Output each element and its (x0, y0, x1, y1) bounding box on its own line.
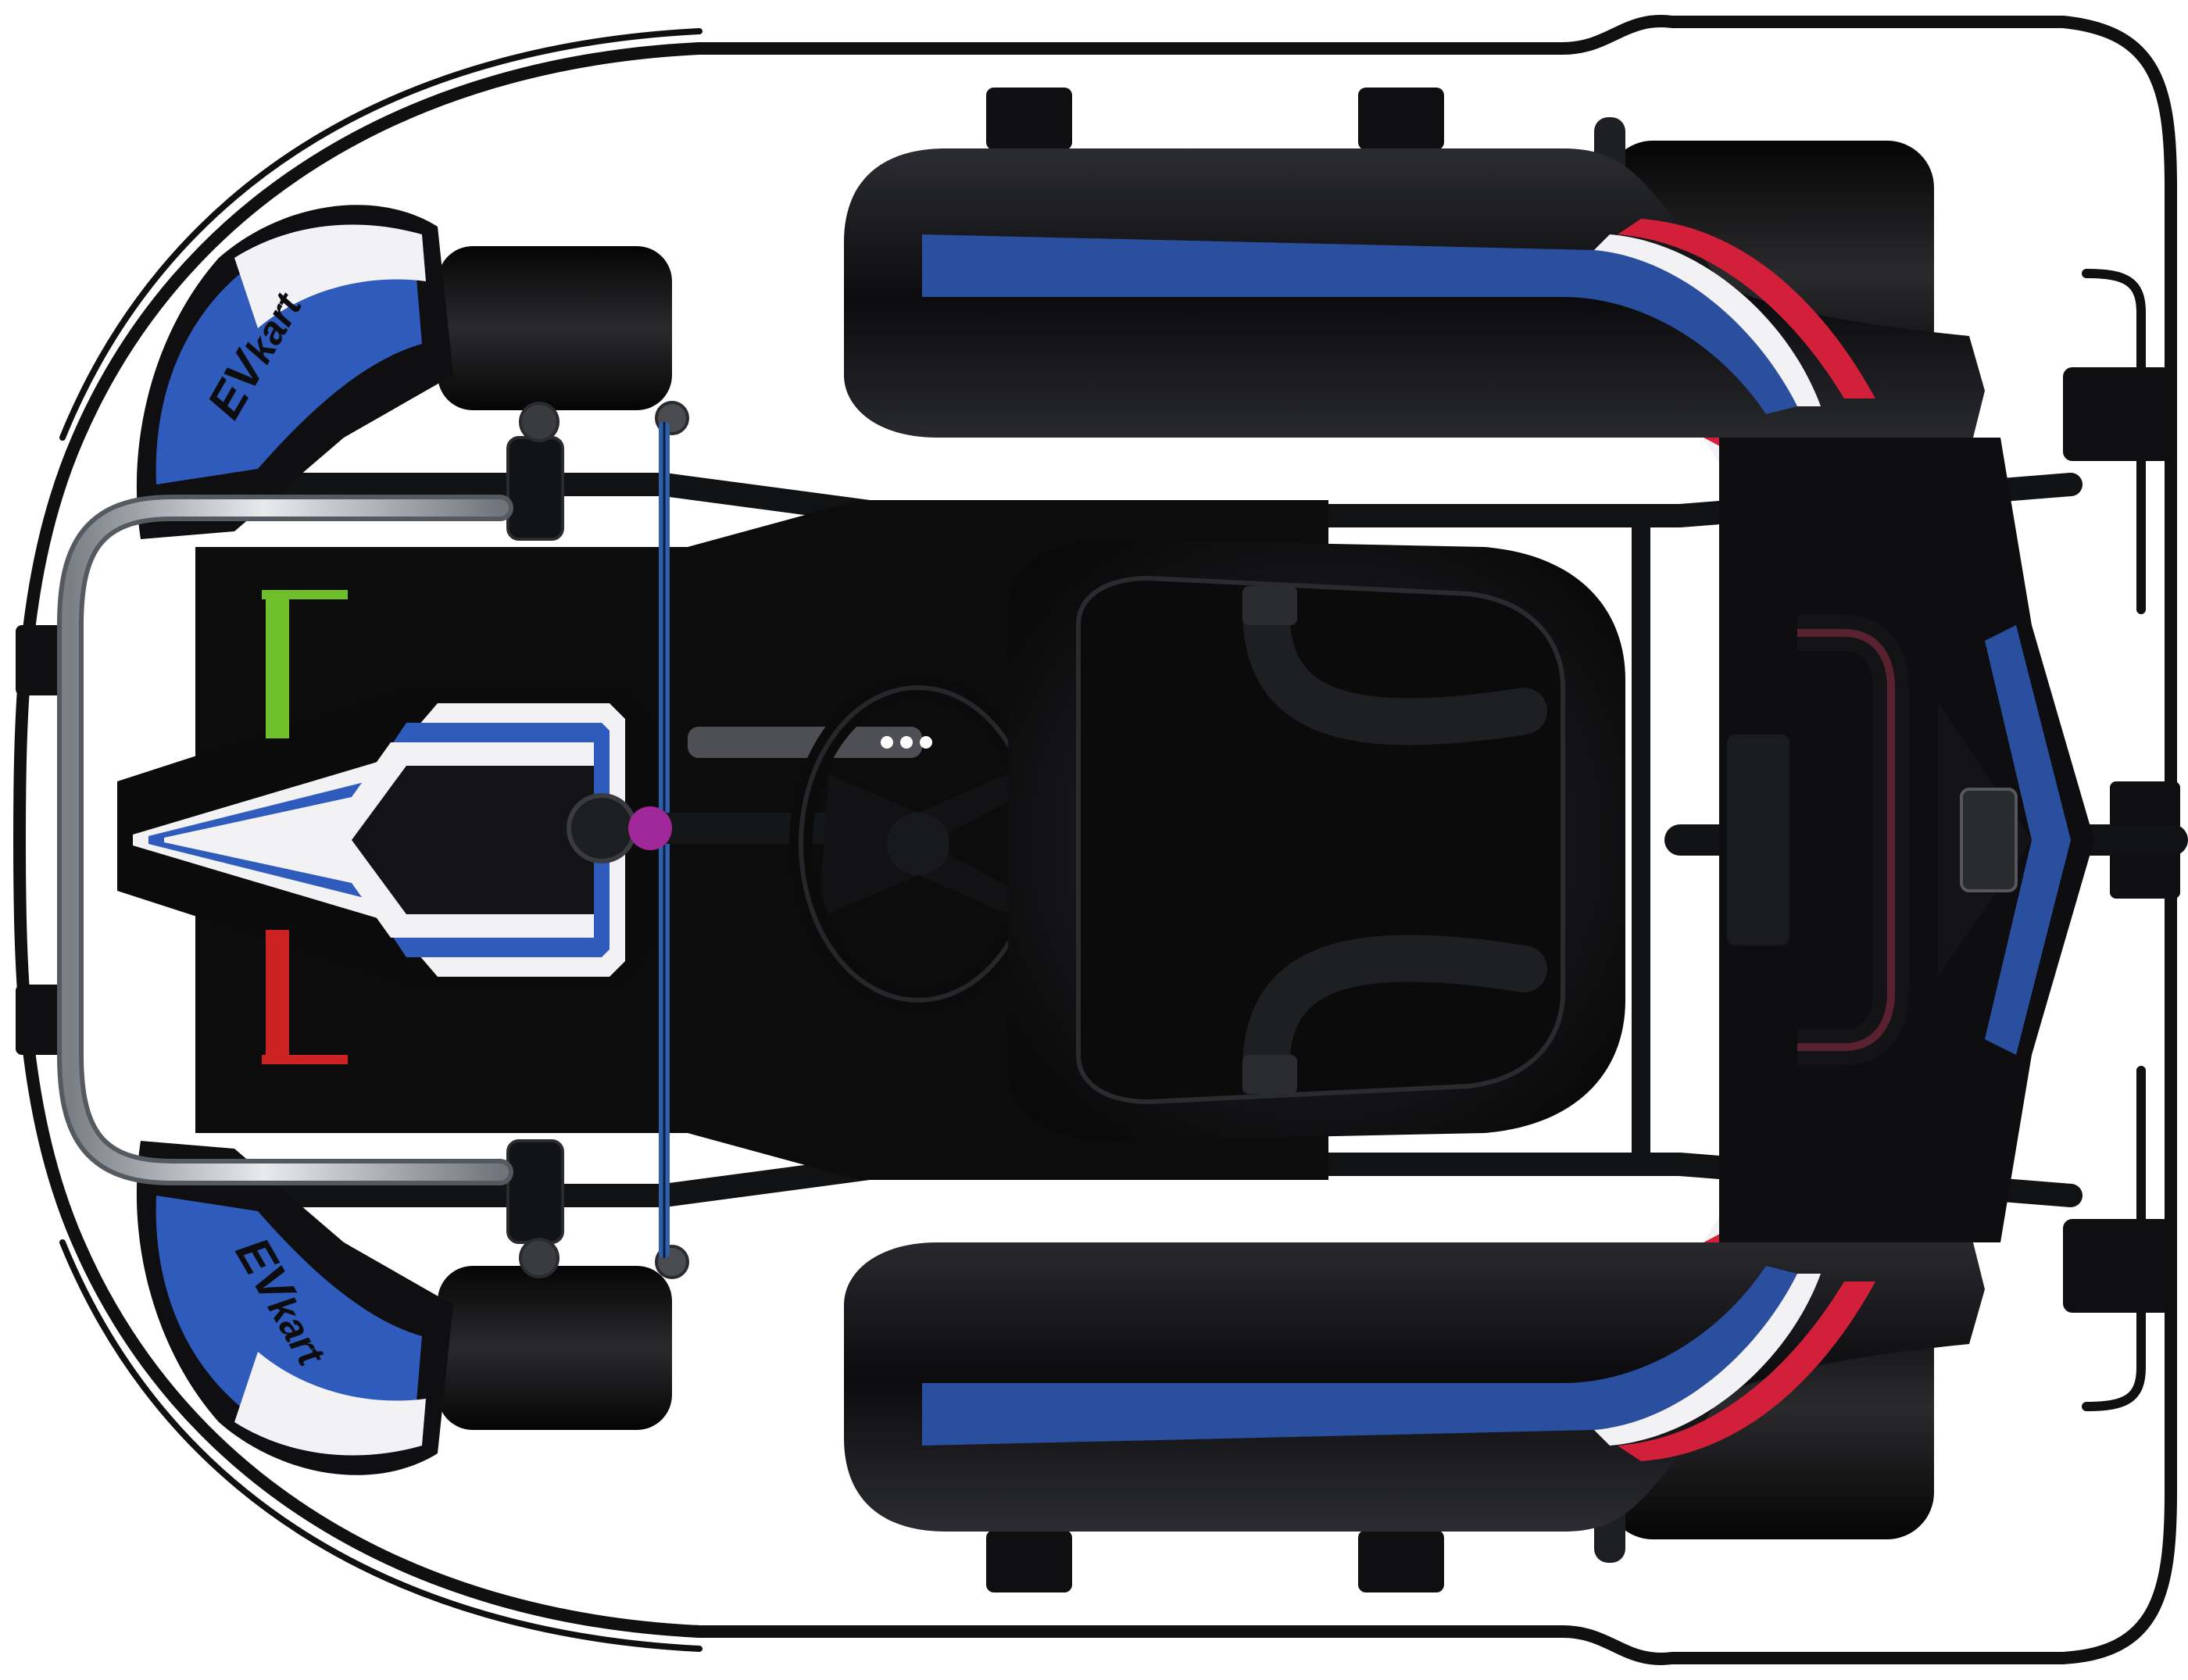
bumper-mounts (16, 88, 2180, 1592)
front-fairing-top: EVkart (136, 205, 453, 539)
brake-pedal (262, 930, 348, 1064)
front-fairing-bottom: EVkart (136, 1141, 453, 1475)
accelerator-pedal (262, 590, 348, 738)
front-spindles (506, 401, 689, 1279)
rear-grab-bar (1727, 615, 1909, 1065)
steering-column (563, 727, 932, 863)
outer-bumper (13, 15, 2177, 1665)
steering-wheel (789, 676, 1047, 1012)
front-bumper-bar (57, 495, 513, 1185)
seat (1008, 539, 1625, 1141)
front-tyres (438, 246, 672, 1430)
nose-cone (117, 688, 656, 985)
